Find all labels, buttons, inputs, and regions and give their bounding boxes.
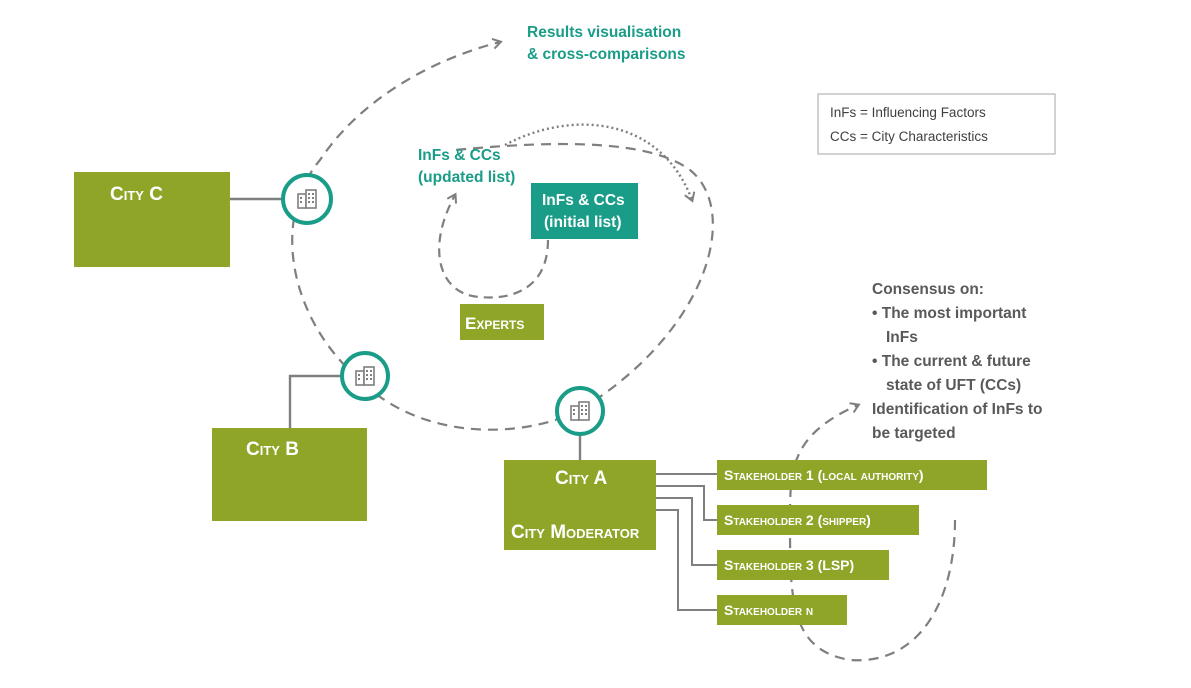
stakeholder-1-label: Stakeholder 1 (local authority) <box>724 467 924 483</box>
legend-box <box>817 93 1056 155</box>
updated-list-line2: (updated list) <box>418 169 515 186</box>
stakeholder-3-label: Stakeholder 3 (LSP) <box>724 557 854 573</box>
city-a-label: City A <box>555 468 608 489</box>
initial-list-line2: (initial list) <box>544 214 622 231</box>
city-b-node <box>340 351 390 401</box>
legend-line2: CCs = City Characteristics <box>830 129 988 144</box>
stakeholder-2-box <box>717 505 919 535</box>
initial-list-box <box>531 183 638 239</box>
city-c-node <box>281 173 333 225</box>
consensus-line7: be targeted <box>872 425 956 442</box>
city-moderator-label: City Moderator <box>511 522 640 543</box>
outer-cycle-dashed-path <box>291 37 581 431</box>
city-b-label: City B <box>246 439 299 460</box>
consensus-line6: Identification of InFs to <box>872 401 1043 418</box>
experts-loop-dashed-path <box>438 192 550 299</box>
consensus-line2: • The most important <box>872 305 1026 322</box>
legend-line1: InFs = Influencing Factors <box>830 105 986 120</box>
city-b-box <box>212 428 367 521</box>
stakeholder-3-box <box>717 550 889 580</box>
connector-city-b <box>288 374 342 428</box>
connector-stakeholder-3 <box>656 497 717 566</box>
stakeholders-loop-dashed-path <box>788 402 957 662</box>
consensus-line3: InFs <box>886 329 918 346</box>
experts-box <box>460 304 544 340</box>
experts-label: Experts <box>465 314 524 333</box>
consensus-line5: state of UFT (CCs) <box>886 377 1021 394</box>
connector-stakeholder-n <box>656 509 717 611</box>
consensus-line4: • The current & future <box>872 353 1031 370</box>
dotted-arrow-path <box>504 123 696 203</box>
connector-stakeholder-2 <box>656 485 717 521</box>
city-c-box <box>74 172 230 267</box>
big-cycle-dashed-path <box>454 142 714 411</box>
stakeholder-2-label: Stakeholder 2 (shipper) <box>724 512 871 528</box>
results-line2: & cross-comparisons <box>527 46 686 63</box>
updated-list-line1: InFs & CCs <box>418 147 501 164</box>
city-a-node <box>555 386 605 436</box>
consensus-line1: Consensus on: <box>872 281 984 298</box>
results-line1: Results visualisation <box>527 24 681 41</box>
city-c-label: City C <box>110 184 163 205</box>
stakeholder-n-box <box>717 595 847 625</box>
stakeholder-1-box <box>717 460 987 490</box>
initial-list-line1: InFs & CCs <box>542 192 625 209</box>
stakeholder-n-label: Stakeholder n <box>724 602 813 618</box>
city-a-box <box>504 460 656 550</box>
